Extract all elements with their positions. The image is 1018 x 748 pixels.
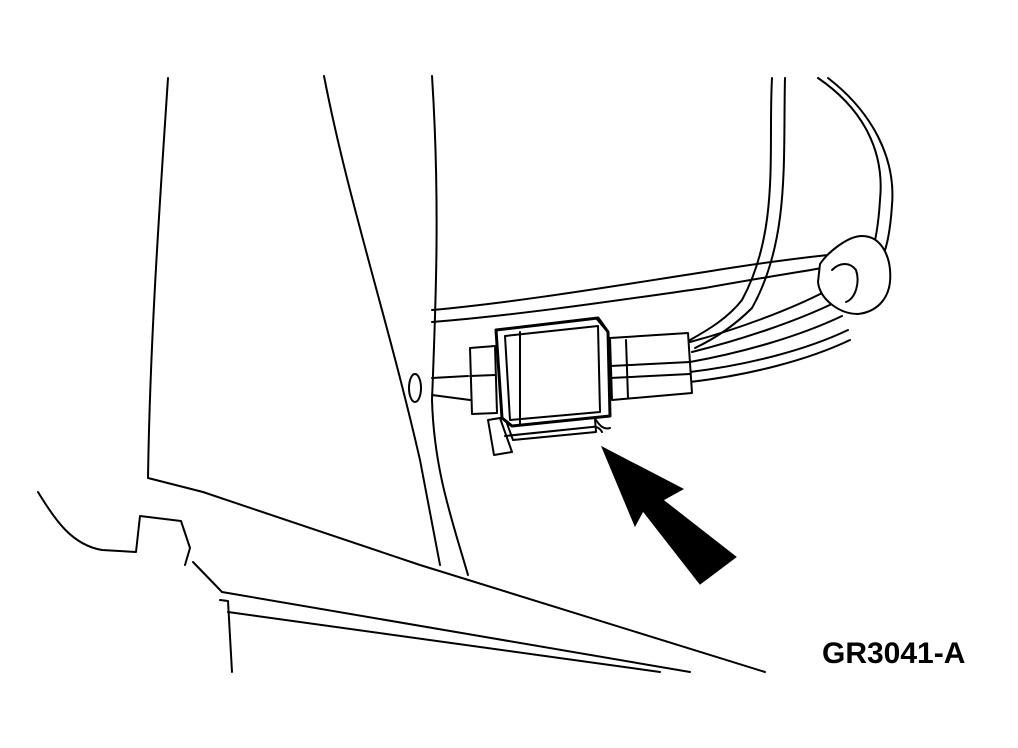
wire-grommet bbox=[817, 235, 892, 315]
figure-id-label: GR3041-A bbox=[822, 637, 966, 670]
wire-bundle bbox=[689, 77, 894, 383]
arrow-icon bbox=[601, 445, 737, 585]
electrical-connector bbox=[469, 316, 693, 456]
pillar-trim bbox=[323, 75, 469, 576]
harness-bracket bbox=[431, 254, 829, 401]
door-panel bbox=[37, 77, 766, 673]
